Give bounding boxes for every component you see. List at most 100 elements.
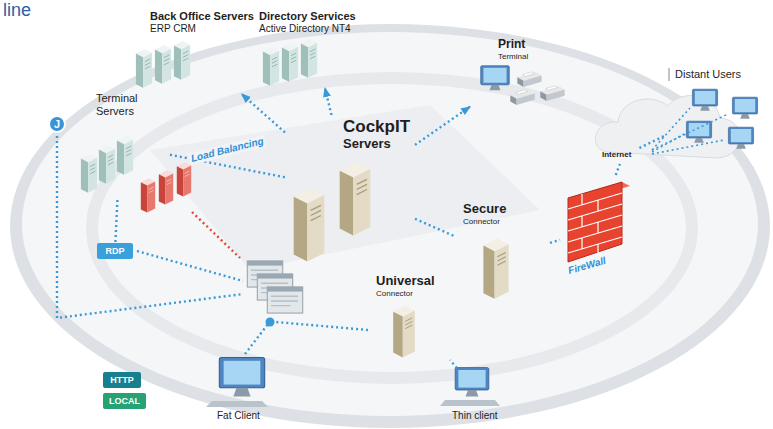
server-icon xyxy=(155,45,171,84)
firewall-bricks xyxy=(568,193,622,255)
text-group: Terminal Servers xyxy=(96,92,152,117)
server-icon xyxy=(483,239,508,299)
server-icon xyxy=(282,43,298,82)
text-group: SecureConnector xyxy=(463,202,506,226)
junction-dot xyxy=(266,318,275,327)
node-text: Back Office Servers xyxy=(150,10,254,23)
server-icon xyxy=(177,162,191,196)
network-wire xyxy=(192,212,240,258)
server-icon xyxy=(159,170,173,204)
server-icon xyxy=(301,39,317,78)
text-group: CockpITServers xyxy=(343,117,410,151)
internet-cloud xyxy=(595,96,740,158)
node-text: Active Directory NT4 xyxy=(259,23,356,35)
node-text: Secure xyxy=(463,202,506,217)
dotted-connector xyxy=(639,136,665,148)
floor-plane xyxy=(150,105,540,270)
server-icon xyxy=(117,136,133,175)
node-text: Print xyxy=(498,38,528,52)
firewall: FireWall xyxy=(560,175,630,283)
text-group: J xyxy=(54,118,60,131)
dotted-connector xyxy=(450,360,457,368)
node-text: CockpIT xyxy=(343,117,410,137)
server-icon xyxy=(340,162,371,235)
dotted-connector xyxy=(115,200,117,243)
node-text: RDP xyxy=(105,246,124,256)
node-text: Terminal xyxy=(498,52,528,61)
protocol-badge: RDP xyxy=(97,243,133,259)
server-group: Terminal Servers xyxy=(70,90,170,200)
server-icon xyxy=(294,188,325,261)
text-group: LOCAL xyxy=(109,396,140,406)
network-wire xyxy=(652,108,728,154)
text-group: Directory ServicesActive Directory NT4 xyxy=(259,10,356,34)
server-icon xyxy=(81,154,97,193)
network-wire xyxy=(137,251,243,281)
connector-server: SecureConnector xyxy=(455,200,550,315)
text-group: Back Office ServersERP CRM xyxy=(150,10,254,34)
node-text: Servers xyxy=(343,137,410,152)
firewall-wall xyxy=(568,182,622,262)
text-group: Distant Users xyxy=(675,68,741,81)
server-icon xyxy=(393,306,415,358)
node-text: Fat Client xyxy=(217,410,260,422)
keyboard-icon xyxy=(440,400,500,406)
node-text: LOCAL xyxy=(109,396,140,406)
server-icon xyxy=(99,145,115,184)
network-wire xyxy=(276,322,368,330)
dotted-connector xyxy=(616,164,620,175)
edge-label: Load Balancing xyxy=(188,135,267,165)
node-text: Connector xyxy=(463,217,506,226)
internet-cloud: Internet xyxy=(598,148,648,164)
printer-icon xyxy=(517,72,541,87)
protocol-badge: HTTP xyxy=(103,372,141,388)
node-text: Connector xyxy=(376,289,435,298)
dotted-connector xyxy=(170,155,285,178)
node-text: Internet xyxy=(602,150,631,159)
server-icon xyxy=(174,41,190,80)
dotted-connector xyxy=(415,107,470,145)
client-computer: Thin client xyxy=(430,368,535,428)
user-group: Distant Users xyxy=(665,66,770,154)
node-text: ERP CRM xyxy=(150,23,254,35)
node-text: HTTP xyxy=(110,375,134,385)
print-terminal: PrintTerminal xyxy=(470,36,570,108)
connector-server: UniversalConnector xyxy=(370,272,455,360)
page-title: line xyxy=(3,0,31,21)
web-page-icon xyxy=(267,287,302,313)
text-group: HTTP xyxy=(110,375,134,385)
dotted-connector xyxy=(242,94,285,132)
text-group: UniversalConnector xyxy=(376,274,435,298)
text-group: Fat Client xyxy=(217,410,260,422)
text-group: RDP xyxy=(105,246,124,256)
node-text: Directory Services xyxy=(259,10,356,23)
dotted-connector xyxy=(550,240,560,243)
text-group: FireWall xyxy=(567,255,607,277)
server-group: CockpITServers xyxy=(285,115,415,265)
computer-icon xyxy=(219,358,264,397)
terminal-icon xyxy=(481,66,510,90)
node-text: Distant Users xyxy=(675,68,741,81)
server-icon xyxy=(136,49,152,88)
computer-icon xyxy=(692,89,717,111)
text-group: Thin client xyxy=(452,410,498,422)
dotted-connector xyxy=(325,88,332,115)
server-group: Directory ServicesActive Directory NT4 xyxy=(255,8,375,88)
ring-shadow xyxy=(10,24,770,428)
client-computer: Fat Client xyxy=(195,358,295,428)
node-text: FireWall xyxy=(567,255,607,277)
server-icon xyxy=(141,178,155,212)
text-group: Internet xyxy=(602,150,631,159)
computer-icon xyxy=(732,97,757,119)
app-icon: J xyxy=(48,115,66,133)
protocol-badge: LOCAL xyxy=(103,393,146,409)
text-group: PrintTerminal xyxy=(498,38,528,61)
network-wire xyxy=(245,324,268,354)
server-group: Back Office ServersERP CRM xyxy=(128,8,258,94)
node-text: Thin client xyxy=(452,410,498,422)
printer-icon xyxy=(510,90,534,105)
computer-icon xyxy=(455,368,489,397)
